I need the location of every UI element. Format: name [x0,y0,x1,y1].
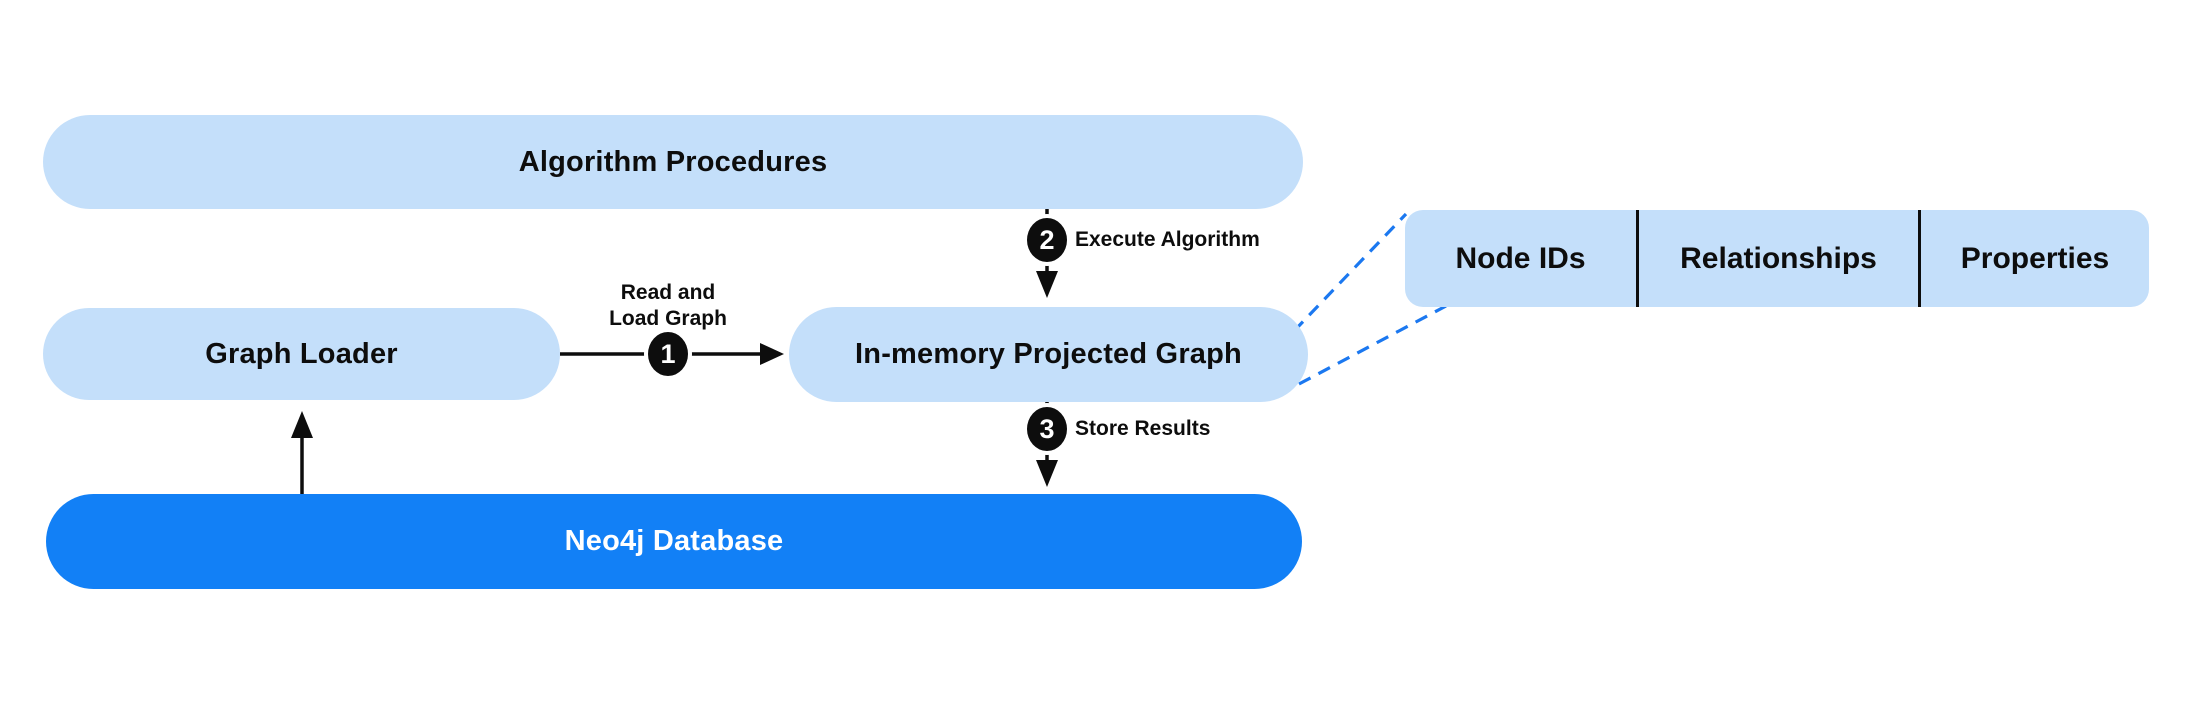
arrow-store-head [1036,460,1058,487]
projected-graph-detail-table: Node IDs Relationships Properties [1405,210,2149,307]
table-cell-relationships: Relationships [1636,210,1918,307]
node-in-memory-projected-graph-label: In-memory Projected Graph [855,338,1242,370]
step-badge-2: 2 [1023,214,1071,266]
node-algorithm-procedures-label: Algorithm Procedures [518,145,828,178]
step-badge-3: 3 [1023,403,1071,455]
step-badge-2-number: 2 [1039,224,1055,255]
table-cell-relationships-label: Relationships [1680,241,1877,275]
node-graph-loader: Graph Loader [43,308,560,400]
dashed-connector-top [1292,212,1408,333]
node-in-memory-projected-graph: In-memory Projected Graph [789,307,1308,402]
table-cell-node-ids: Node IDs [1405,210,1636,307]
arrow-read-load-head [760,343,784,365]
node-algorithm-procedures: Algorithm Procedures [43,115,1303,209]
step-label-read-load-line1: Read and [620,281,716,304]
step-label-execute: Execute Algorithm [1075,228,1260,251]
step-badge-1-number: 1 [660,338,676,369]
arrow-execute-head [1036,271,1058,298]
table-cell-properties-label: Properties [1960,241,2110,275]
node-graph-loader-label: Graph Loader [205,337,398,370]
arrow-db-to-loader-head [291,411,313,438]
table-cell-properties: Properties [1918,210,2149,307]
step-label-read-load-line2: Load Graph [609,307,727,330]
step-label-read-load: Read and Load Graph [609,280,727,332]
step-badge-3-number: 3 [1039,413,1055,444]
dashed-connector-bottom [1298,304,1447,386]
node-neo4j-database: Neo4j Database [46,494,1302,589]
step-badge-1: 1 [644,328,692,380]
node-neo4j-database-label: Neo4j Database [564,525,784,557]
table-cell-node-ids-label: Node IDs [1455,241,1586,275]
step-label-store: Store Results [1075,417,1211,440]
